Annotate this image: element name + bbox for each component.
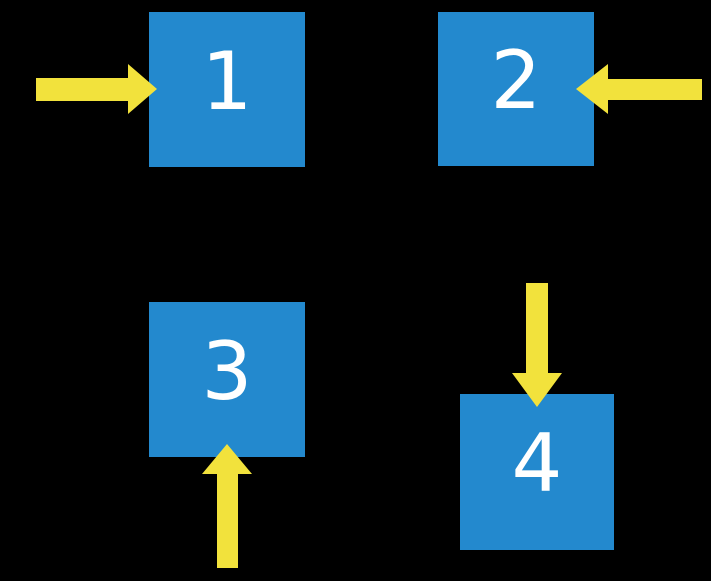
arrow-right-icon xyxy=(36,64,157,114)
box-1-label: 1 xyxy=(201,34,253,128)
arrow-left-icon xyxy=(576,64,702,114)
box-4-label: 4 xyxy=(511,417,563,510)
box-2-label: 2 xyxy=(490,34,542,127)
arrow-up-icon xyxy=(202,444,252,568)
arrow-down-icon xyxy=(512,283,562,407)
box-4: 4 xyxy=(460,394,614,550)
box-3: 3 xyxy=(149,302,305,457)
box-3-label: 3 xyxy=(201,324,253,418)
box-2: 2 xyxy=(438,12,594,166)
box-1: 1 xyxy=(149,12,305,167)
